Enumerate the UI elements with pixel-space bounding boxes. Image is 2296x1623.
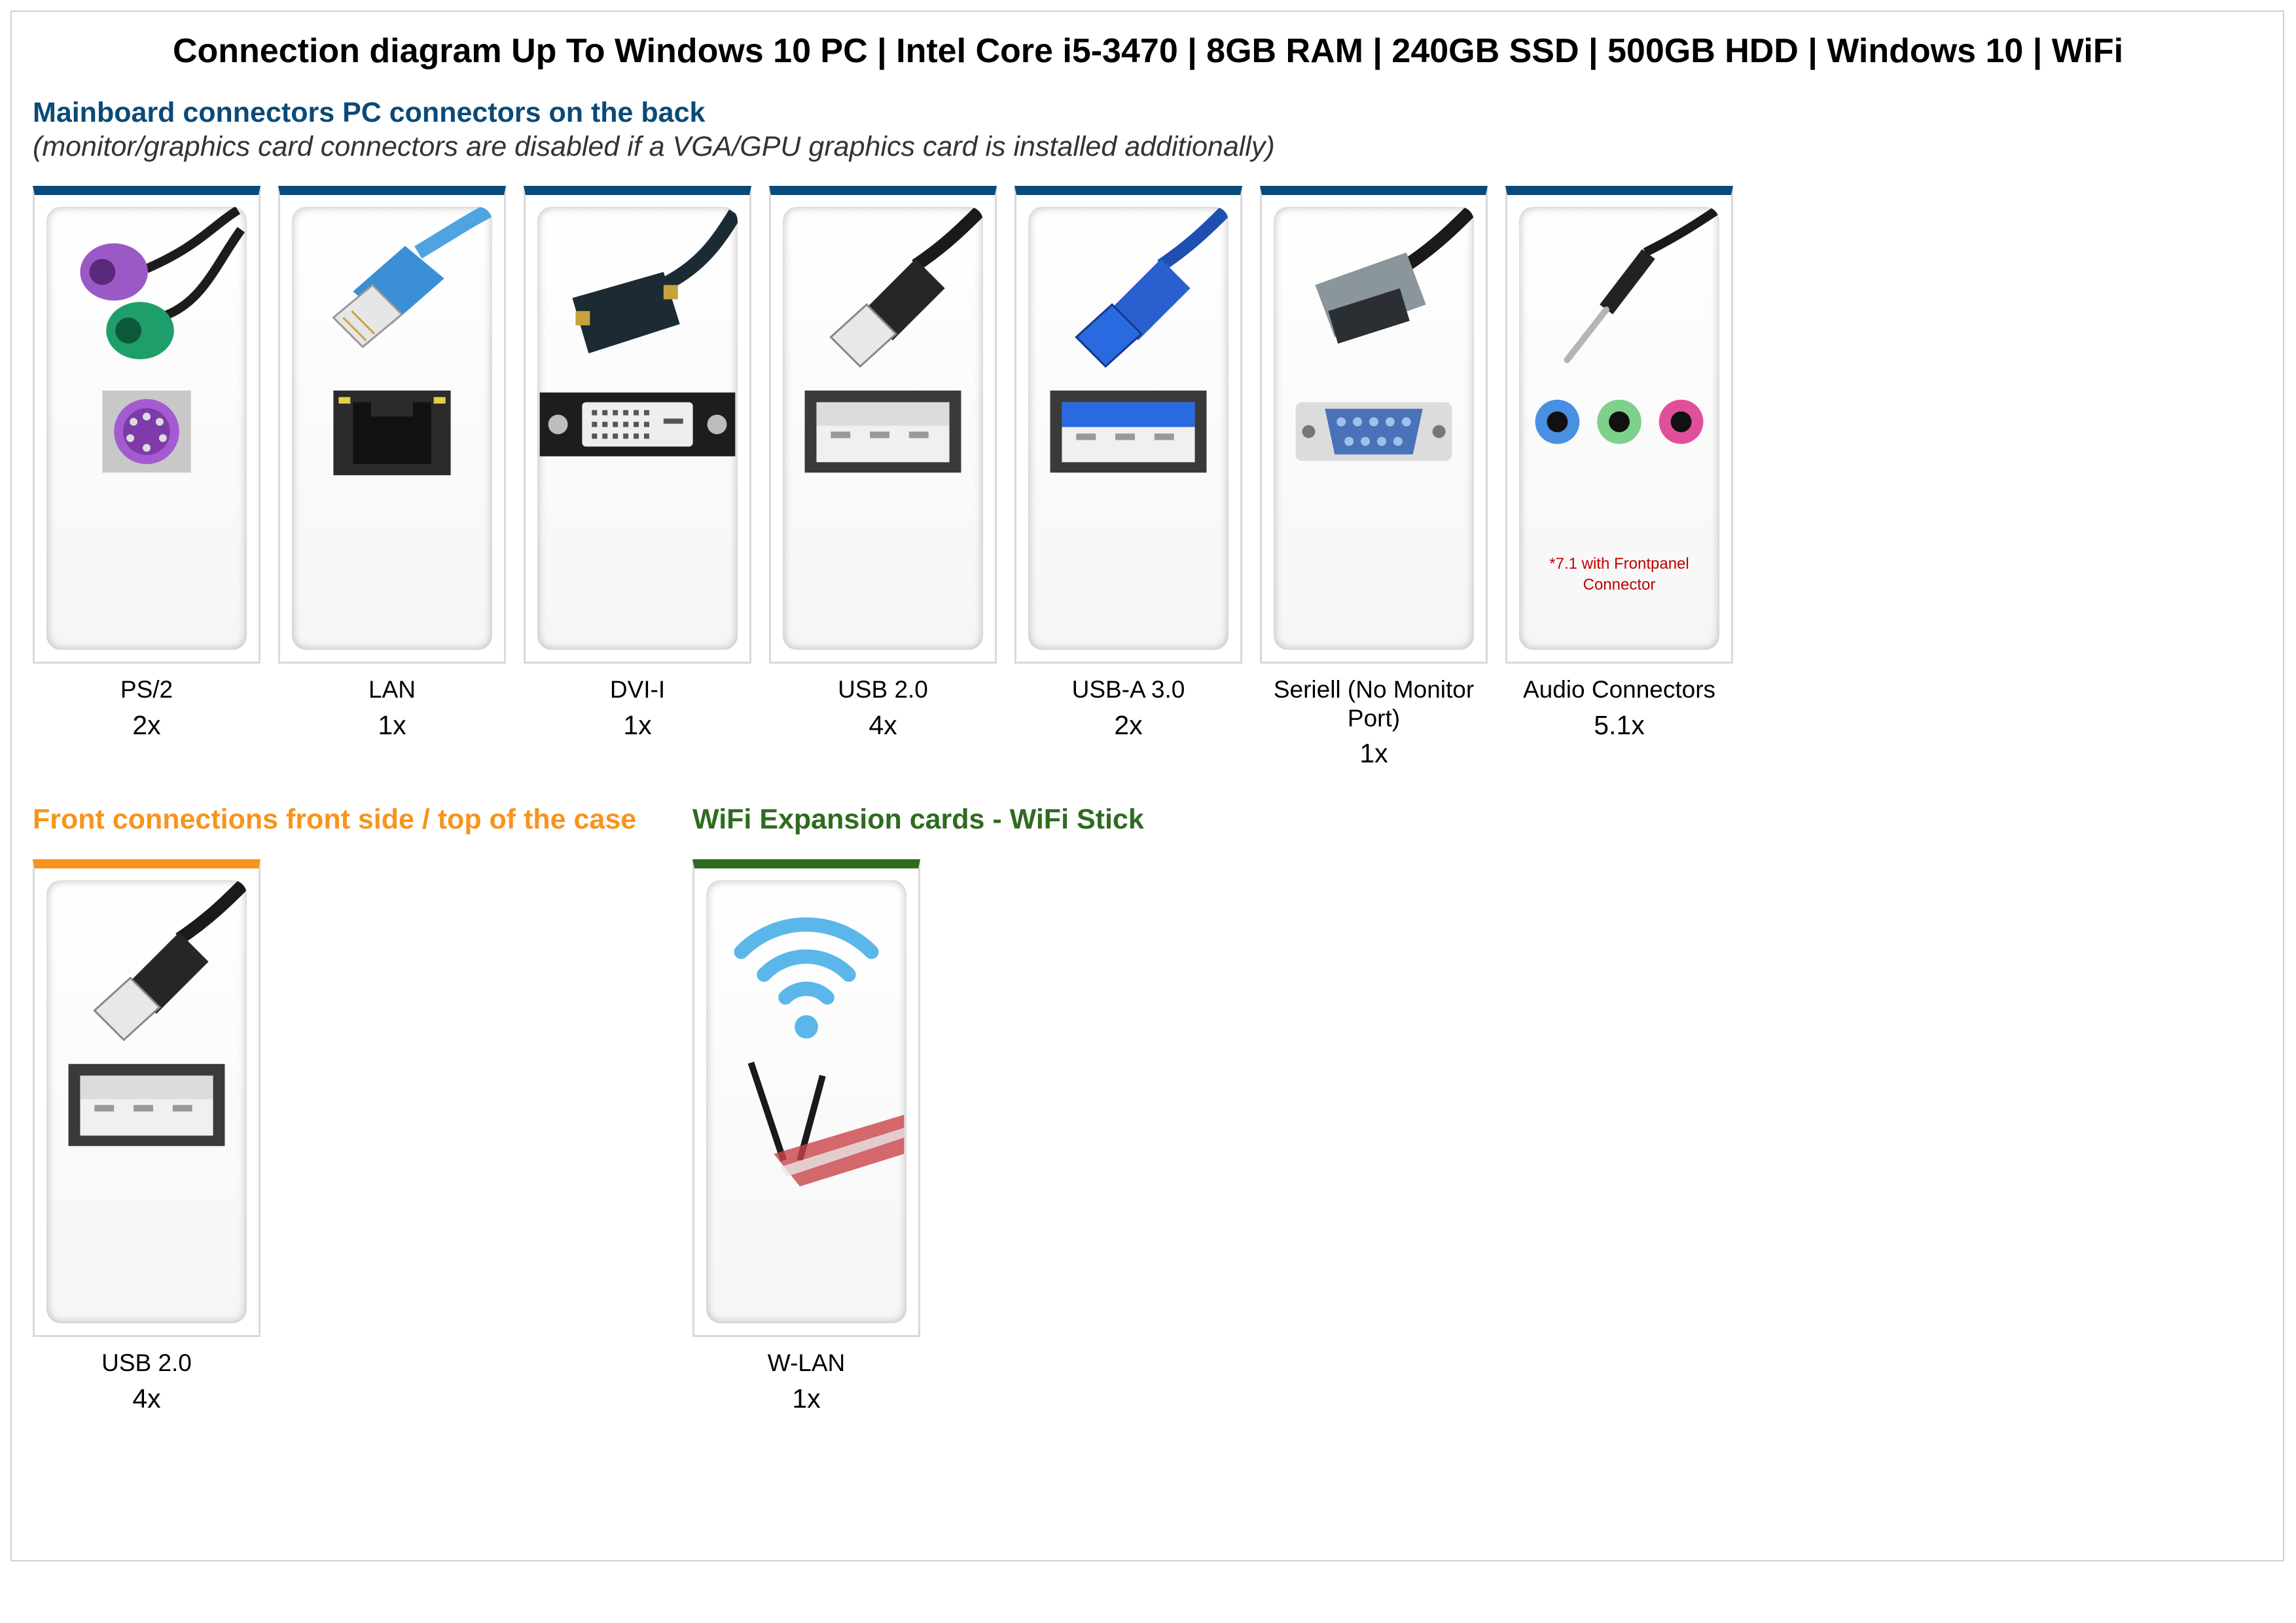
mainboard-heading: Mainboard connectors PC connectors on th… [33,97,706,128]
connector-card-audio: *7.1 with Frontpanel Connector [1505,186,1733,664]
connector-label: LAN [368,676,416,703]
connector-card-dvi [524,186,751,664]
connector-count: 4x [132,1383,161,1414]
serial-connector-icon [1295,207,1474,461]
connector-card-wlan [692,859,920,1337]
connector-label: PS/2 [120,676,173,703]
lan-connector-icon [332,207,492,476]
usb2-connector-icon [804,207,983,473]
connector-card-usb2 [769,186,997,664]
mainboard-subheading: (monitor/graphics card connectors are di… [33,131,1275,162]
connector-card-ps2 [33,186,260,664]
audio-footnote: *7.1 with Frontpanel Connector [1549,555,1689,594]
connector-card-serial [1260,186,1488,664]
connector-count: 4x [869,710,897,740]
connector-label: USB 2.0 [838,676,928,703]
connector-count: 5.1x [1594,710,1645,740]
connector-card-usb3 [1014,186,1242,664]
connector-count: 2x [132,710,161,740]
page-frame [10,10,2284,1561]
connector-label: W-LAN [767,1349,846,1376]
ps2-connector-icon [80,207,245,473]
connector-label: USB-A 3.0 [1071,676,1185,703]
audio-connector-icon [1535,207,1719,444]
front-heading: Front connections front side / top of th… [33,804,637,835]
connector-count: 2x [1114,710,1143,740]
connector-card-lan [278,186,506,664]
connector-count: 1x [623,710,652,740]
connector-label: Audio Connectors [1522,676,1716,703]
connector-label: DVI-I [609,676,666,703]
connector-count: 1x [1359,738,1388,768]
connector-label: USB 2.0 [101,1349,192,1376]
connector-card-front-usb2 [33,859,260,1337]
usb2-connector-icon [68,880,247,1147]
wifi-heading: WiFi Expansion cards - WiFi Stick [692,804,1144,835]
connector-count: 1x [792,1383,821,1414]
connector-label: Seriell (No Monitor Port) [1273,676,1475,732]
wifi-antenna-icon [734,917,905,1186]
page-title: Connection diagram Up To Windows 10 PC |… [172,32,2124,70]
dvi-connector-icon [539,209,738,457]
connector-count: 1x [378,710,406,740]
usb3-connector-icon [1050,207,1229,473]
